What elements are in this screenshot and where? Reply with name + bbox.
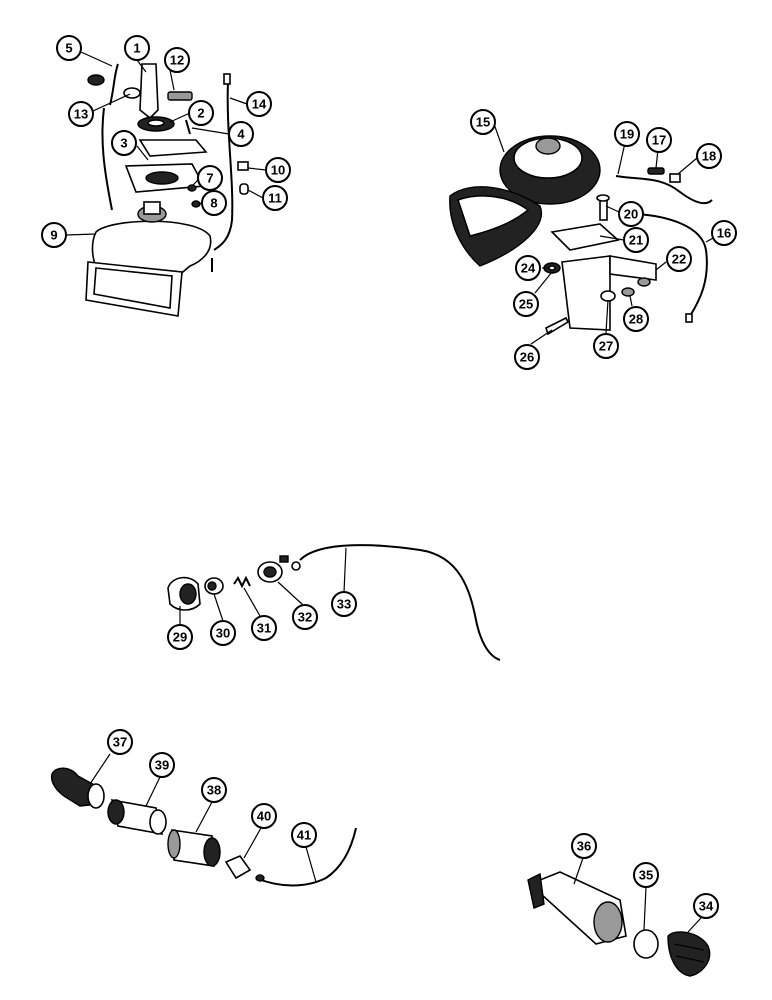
- svg-text:4: 4: [237, 127, 245, 142]
- cigar-lighter-assembly-illustration: [50, 767, 357, 887]
- callout-40: 40: [251, 803, 277, 829]
- svg-text:38: 38: [207, 783, 221, 798]
- callout-21: 21: [623, 227, 649, 253]
- svg-text:35: 35: [639, 868, 653, 883]
- svg-text:10: 10: [271, 163, 285, 178]
- callout-36: 36: [571, 833, 597, 859]
- svg-text:34: 34: [699, 899, 714, 914]
- callout-33: 33: [331, 591, 357, 617]
- callout-5: 5: [56, 35, 82, 61]
- callout-4: 4: [228, 121, 254, 147]
- svg-text:17: 17: [652, 133, 666, 148]
- callout-38: 38: [201, 777, 227, 803]
- svg-text:25: 25: [519, 297, 533, 312]
- callout-9: 9: [41, 222, 67, 248]
- callout-20: 20: [618, 201, 644, 227]
- callouts: 1 2 3 4 5 7 8 9 10 11 12 13 14 15 16 17 …: [41, 35, 737, 919]
- callout-32: 32: [292, 604, 318, 630]
- svg-text:26: 26: [520, 350, 534, 365]
- callout-24: 24: [515, 255, 541, 281]
- callout-28: 28: [623, 306, 649, 332]
- callout-34: 34: [693, 893, 719, 919]
- callout-2: 2: [188, 100, 214, 126]
- svg-text:16: 16: [717, 226, 731, 241]
- svg-text:24: 24: [521, 261, 536, 276]
- svg-text:21: 21: [629, 233, 643, 248]
- callout-26: 26: [514, 344, 540, 370]
- horn-button-assembly-illustration: [167, 544, 501, 661]
- svg-text:28: 28: [629, 312, 643, 327]
- svg-text:27: 27: [599, 339, 613, 354]
- svg-text:32: 32: [298, 610, 312, 625]
- svg-text:37: 37: [113, 735, 127, 750]
- svg-text:1: 1: [133, 41, 140, 56]
- callout-3: 3: [111, 130, 137, 156]
- callout-25: 25: [513, 291, 539, 317]
- svg-text:14: 14: [252, 97, 267, 112]
- callout-13: 13: [68, 101, 94, 127]
- svg-text:20: 20: [624, 207, 638, 222]
- callout-37: 37: [107, 729, 133, 755]
- svg-text:22: 22: [672, 252, 686, 267]
- svg-text:7: 7: [206, 171, 213, 186]
- svg-text:15: 15: [476, 115, 490, 130]
- horn-assembly-left-illustration: [85, 63, 249, 317]
- svg-text:12: 12: [170, 53, 184, 68]
- callout-41: 41: [291, 822, 317, 848]
- svg-text:30: 30: [216, 626, 230, 641]
- callout-11: 11: [262, 185, 288, 211]
- svg-text:11: 11: [268, 191, 282, 206]
- callout-29: 29: [167, 624, 193, 650]
- svg-text:8: 8: [210, 196, 217, 211]
- callout-17: 17: [646, 127, 672, 153]
- callout-7: 7: [197, 165, 223, 191]
- callout-15: 15: [470, 109, 496, 135]
- svg-text:3: 3: [120, 136, 127, 151]
- svg-text:2: 2: [197, 106, 204, 121]
- svg-text:9: 9: [50, 228, 57, 243]
- callout-19: 19: [614, 121, 640, 147]
- callout-14: 14: [246, 91, 272, 117]
- callout-18: 18: [696, 143, 722, 169]
- callout-12: 12: [164, 47, 190, 73]
- svg-text:40: 40: [257, 809, 271, 824]
- callout-35: 35: [633, 862, 659, 888]
- svg-text:19: 19: [620, 127, 634, 142]
- callout-27: 27: [593, 333, 619, 359]
- svg-text:36: 36: [577, 839, 591, 854]
- callout-22: 22: [666, 246, 692, 272]
- svg-text:13: 13: [74, 107, 88, 122]
- callout-10: 10: [265, 157, 291, 183]
- svg-text:41: 41: [297, 828, 311, 843]
- callout-31: 31: [251, 615, 277, 641]
- callout-39: 39: [149, 752, 175, 778]
- svg-text:5: 5: [65, 41, 72, 56]
- svg-text:39: 39: [155, 758, 169, 773]
- indicator-lamp-assembly-illustration: [527, 871, 711, 977]
- callout-1: 1: [124, 35, 150, 61]
- callout-30: 30: [210, 620, 236, 646]
- callout-8: 8: [201, 190, 227, 216]
- svg-text:33: 33: [337, 597, 351, 612]
- callout-16: 16: [711, 220, 737, 246]
- svg-text:31: 31: [257, 621, 271, 636]
- svg-text:29: 29: [173, 630, 187, 645]
- horn-assembly-right-illustration: [449, 135, 713, 336]
- svg-text:18: 18: [702, 149, 716, 164]
